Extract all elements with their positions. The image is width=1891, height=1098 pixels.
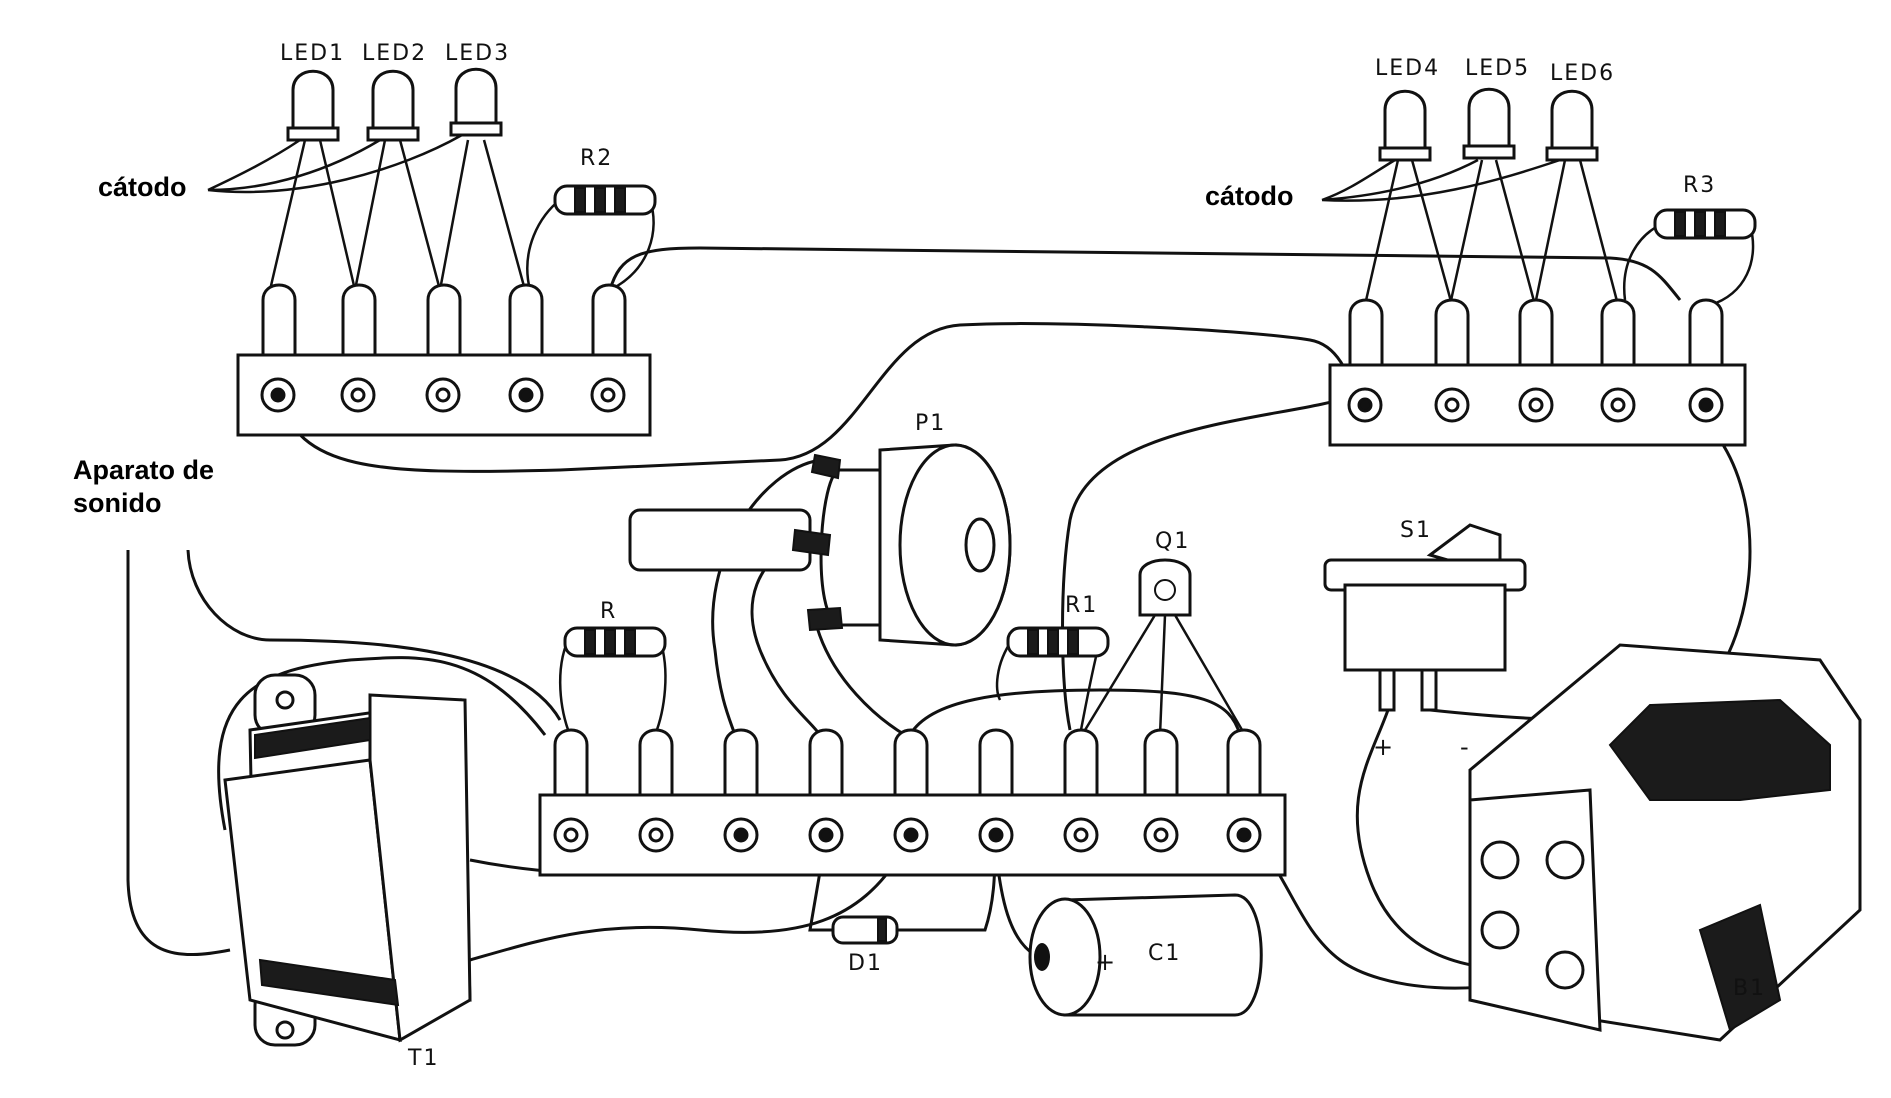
label-battery-plus: + [1373,733,1395,761]
led2 [366,69,420,142]
battery-cell-top [1608,698,1831,801]
label-led6: LED6 [1550,61,1615,86]
wire-q1-1 [1080,614,1157,736]
terminal-strip-left [236,283,652,437]
label-led3: LED3 [445,41,510,66]
strip-left-lugs [261,283,627,357]
transformer-side [368,693,472,1043]
label-p1: P1 [915,411,946,436]
wire-d1-left [808,859,835,932]
led3 [449,67,503,137]
wire-pot-b [750,543,822,736]
label-led1: LED1 [280,41,345,66]
wire-sound-lead-2 [186,549,562,721]
led5 [1462,87,1516,160]
label-r3: R3 [1683,173,1716,198]
wire-right-strip-to-r1 [1061,393,1356,731]
led2-legs [353,139,442,291]
potentiometer-p1 [628,443,1012,647]
cathode-pointers-right [1321,158,1561,202]
strip-right-lugs [1348,298,1724,367]
resistor-r1 [1006,626,1110,658]
wire-r3-right [1709,224,1755,307]
label-s1: S1 [1400,518,1432,543]
strip-right-screws [1347,387,1724,423]
diode-d1 [831,915,899,945]
transistor-q1 [1138,558,1192,617]
wire-pot-c [813,619,906,737]
wire-pot-a [711,458,821,736]
led6 [1545,89,1599,162]
led1-legs [268,139,357,291]
switch-body [1343,583,1507,672]
led-group-left [286,67,503,142]
capacitor-body [1063,893,1263,1017]
wire-r3-left [1622,223,1661,301]
capacitor-c1 [1028,893,1263,1017]
resistor-r3 [1653,208,1757,240]
pot-bracket [819,468,882,627]
labels: LED1 LED2 LED3 LED4 LED5 LED6 cátodo cát… [73,41,1766,1071]
terminal-strip-right [1328,298,1747,447]
label-c1: C1 [1148,941,1181,966]
label-t1: T1 [407,1046,439,1071]
strip-left-screws [260,377,626,413]
battery-cell-bottom [1698,903,1782,1032]
terminal-strip-main [538,728,1287,877]
resistor-r [563,626,667,658]
led-group-right [1378,87,1599,162]
wire-loop [908,688,1242,736]
led4-legs [1363,159,1454,306]
strip-main-lugs [553,728,1262,797]
wire-t1-a [217,656,547,831]
label-r2: R2 [580,146,613,171]
wire-t1-c [469,854,902,962]
label-c1-plus: + [1095,948,1117,976]
wire-sound-lead-1 [126,550,231,956]
resistor-r2 [553,184,657,216]
pot-shaft [628,508,812,572]
switch-s1 [1323,523,1527,712]
wire-q1-2 [1158,614,1167,736]
battery-holder-b1 [1468,643,1862,1042]
label-battery-minus: - [1460,733,1471,761]
transformer-t1 [223,673,472,1047]
wire-q1-3 [1173,614,1247,736]
label-cathode-right: cátodo [1205,181,1294,211]
wire-led-bus [608,246,1682,301]
label-b1: B1 [1733,976,1766,1001]
label-q1: Q1 [1155,529,1190,554]
led1 [286,69,340,142]
strip-main-screws [553,817,1262,853]
label-r1: R1 [1065,593,1098,618]
label-cathode-left: cátodo [98,172,187,202]
battery-holder-front [1468,788,1602,1032]
label-d1: D1 [848,951,883,976]
wire-r2-left [526,199,561,291]
label-led4: LED4 [1375,56,1440,81]
label-sound-device-line2: sonido [73,488,162,518]
label-led5: LED5 [1465,56,1530,81]
led6-legs [1533,159,1620,306]
led4 [1378,89,1432,162]
label-led2: LED2 [362,41,427,66]
led3-legs [438,139,527,291]
capacitor-end [1028,897,1102,1017]
label-sound-device-line1: Aparato de [73,455,214,485]
label-r: R [600,599,617,624]
wire-strip-to-strip [276,322,1357,473]
cathode-pointers-left [207,133,463,194]
